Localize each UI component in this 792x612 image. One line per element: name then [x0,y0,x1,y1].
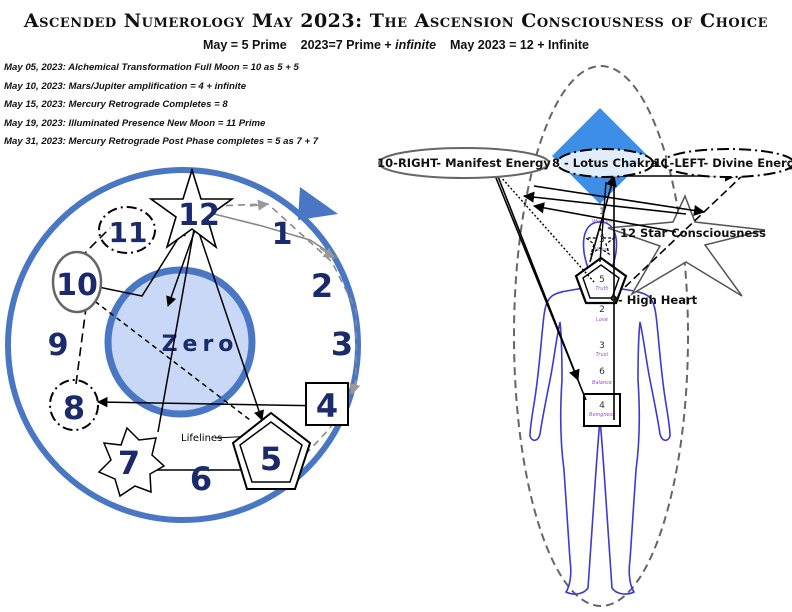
manifest-energy-label: 10-RIGHT- Manifest Energy [377,156,551,170]
number-12: 12 [178,198,220,233]
manifest-energy-oval [378,147,550,179]
page-subtitle: May = 5 Prime 2023=7 Prime + infinite Ma… [0,38,792,52]
lotus-chakra-label: 8 - Lotus Chakra [552,156,658,170]
chakra-5-number: 5 [599,275,605,285]
cycle-arrow-1 [249,199,270,211]
chakra-1-number: 1 [599,207,605,217]
number-6: 6 [190,460,212,498]
lifelines-label: Lifelines [181,433,222,444]
event-item: May 31, 2023: Mercury Retrograde Post Ph… [4,136,319,147]
number-7: 7 [118,444,140,482]
page-title: Ascended Numerology May 2023: The Ascens… [23,10,769,32]
divine-energy-label: 11-LEFT- Divine Energy [654,156,792,170]
arrow-4-to-8 [96,396,331,408]
event-item: May 05, 2023: Alchemical Transformation … [4,62,299,73]
pentagon-5-inner [239,421,303,483]
circle-11-shape [98,206,156,254]
arrow-7-to-12 [157,216,200,433]
chakra-3b-word: Trust [596,352,609,358]
aura-ellipse [513,65,689,607]
cycle-arrow-3 [349,379,361,396]
line-manifest-to-star [533,185,706,217]
cycle-diagram: Zero [5,167,361,523]
event-item: May 15, 2023: Mercury Retrograde Complet… [4,99,228,110]
cycle-arrow-2 [319,247,335,259]
divine-energy-oval [661,148,792,178]
events-list: May 05, 2023: Alchemical Transformation … [4,59,474,152]
subtitle-infinite: infinite [395,38,437,52]
high-heart-label: 9- High Heart [610,293,698,307]
number-9: 9 [48,328,69,363]
chakra-1-word: Wisdom [592,219,612,225]
line-lotus-to-pentagon [599,181,607,263]
line-divine-dashed [623,173,745,289]
star-consciousness-shape [607,194,766,297]
chakra-2-number: 2 [599,305,605,315]
inner-circle [104,266,256,418]
line-star-to-manifest-1 [522,191,687,215]
lotus-chakra-oval [556,148,654,178]
subtitle-part3: May 2023 = 12 + Infinite [436,38,589,52]
chakra-6-word: Balance [592,380,612,386]
number-10: 10 [56,268,98,303]
number-2: 2 [311,267,333,305]
number-4: 4 [316,387,338,425]
chakra-6-number: 6 [599,367,605,377]
chakra-4-number: 4 [599,401,605,411]
throat-pentagon-inner [582,264,620,299]
dashed-line-8-10 [75,307,87,385]
star-12-shape [148,167,235,250]
chakra-3b-number: 3 [599,341,605,351]
number-8: 8 [63,389,85,427]
chakra-4-word: Beingness [589,412,615,418]
circle-10-shape [51,250,103,314]
number-1: 1 [272,217,293,252]
chakra-5-word: Truth [595,286,608,292]
head-dashed-star [584,226,616,256]
chakra-2-word: Love [596,317,608,323]
event-item: May 10, 2023: Mars/Jupiter amplification… [4,80,247,92]
cycle-path-dashed [213,203,357,456]
arrow-10-to-center [83,225,187,297]
line-star-to-manifest-2 [532,202,677,233]
arrow-12-to-5 [193,217,264,421]
number-3: 3 [331,325,353,363]
star-consciousness-label: 12 Star Consciousness [620,226,766,240]
chakra-3-word: Vision [594,247,609,253]
pentagon-5-outer [231,411,312,490]
outer-ring [5,167,361,523]
number-5: 5 [260,440,282,478]
outer-ring-arrowhead [298,187,338,220]
figure-diagram: 1 Wisdom 3 Vision 5 Truth 2 Love 3 Trust… [377,65,792,607]
event-item: May 19, 2023: Illuminated Presence New M… [4,117,266,129]
line-manifest-dotted [499,175,595,283]
line-right-to-root [496,173,580,382]
line-pentagon-to-lotus [589,174,617,263]
number-11: 11 [109,216,148,249]
circle-8-shape [49,379,99,431]
star-7-shape [97,426,166,498]
subtitle-part1: May = 5 Prime 2023=7 Prime + [203,38,396,52]
square-4-shape [305,382,349,426]
arrow-10-to-5-dashed [87,295,251,421]
